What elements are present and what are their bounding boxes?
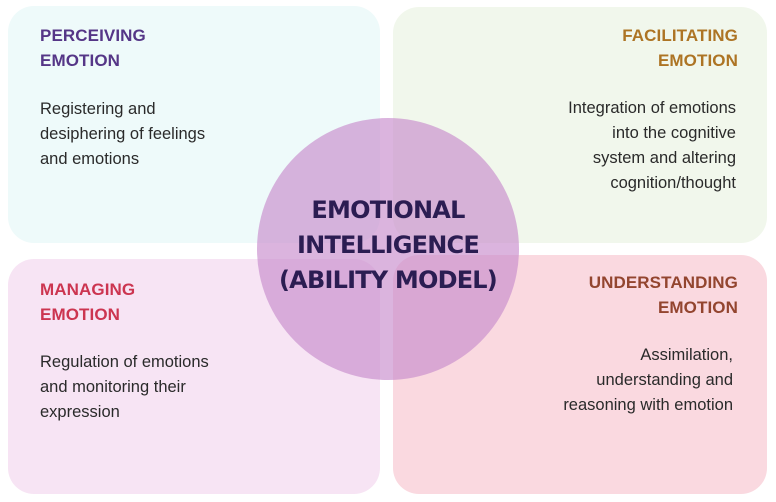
description-line: understanding and [596,371,733,389]
center-title-line: INTELLIGENCE [297,230,480,259]
quadrant-title: UNDERSTANDING EMOTION [589,270,738,320]
description-line: Assimilation, [640,346,733,364]
quadrant-title: PERCEIVING EMOTION [40,23,146,73]
quadrant-description: Regulation of emotions and monitoring th… [40,350,209,425]
description-line: and monitoring their [40,378,186,396]
description-line: Registering and [40,100,156,118]
center-title: EMOTIONAL INTELLIGENCE (ABILITY MODEL) [279,193,498,298]
center-title-line: EMOTIONAL [311,195,465,224]
title-line: EMOTION [40,305,121,324]
title-line: EMOTION [657,51,738,70]
title-line: UNDERSTANDING [588,273,738,292]
title-line: PERCEIVING [40,26,146,45]
description-line: into the cognitive [612,124,736,142]
quadrant-perceiving-emotion: PERCEIVING EMOTION Registering and desip… [8,6,380,243]
description-line: Integration of emotions [568,99,736,117]
center-circle: EMOTIONAL INTELLIGENCE (ABILITY MODEL) [257,118,519,380]
title-line: EMOTION [657,298,738,317]
center-title-line: (ABILITY MODEL) [279,265,498,294]
description-line: and emotions [40,150,140,168]
quadrant-understanding-emotion: UNDERSTANDING EMOTION Assimilation, unde… [393,255,767,494]
quadrant-title: MANAGING EMOTION [40,277,135,327]
quadrant-description: Assimilation, understanding and reasonin… [563,343,733,418]
quadrant-title: FACILITATING EMOTION [622,23,738,73]
description-line: Regulation of emotions [40,353,209,371]
description-line: expression [40,403,120,421]
description-line: desiphering of feelings [40,125,206,143]
quadrant-description: Integration of emotions into the cogniti… [568,96,736,196]
description-line: cognition/thought [610,174,736,192]
description-line: system and altering [592,149,736,167]
title-line: FACILITATING [622,26,738,45]
title-line: EMOTION [40,51,121,70]
title-line: MANAGING [40,280,136,299]
quadrant-description: Registering and desiphering of feelings … [40,97,205,172]
description-line: reasoning with emotion [563,396,733,414]
